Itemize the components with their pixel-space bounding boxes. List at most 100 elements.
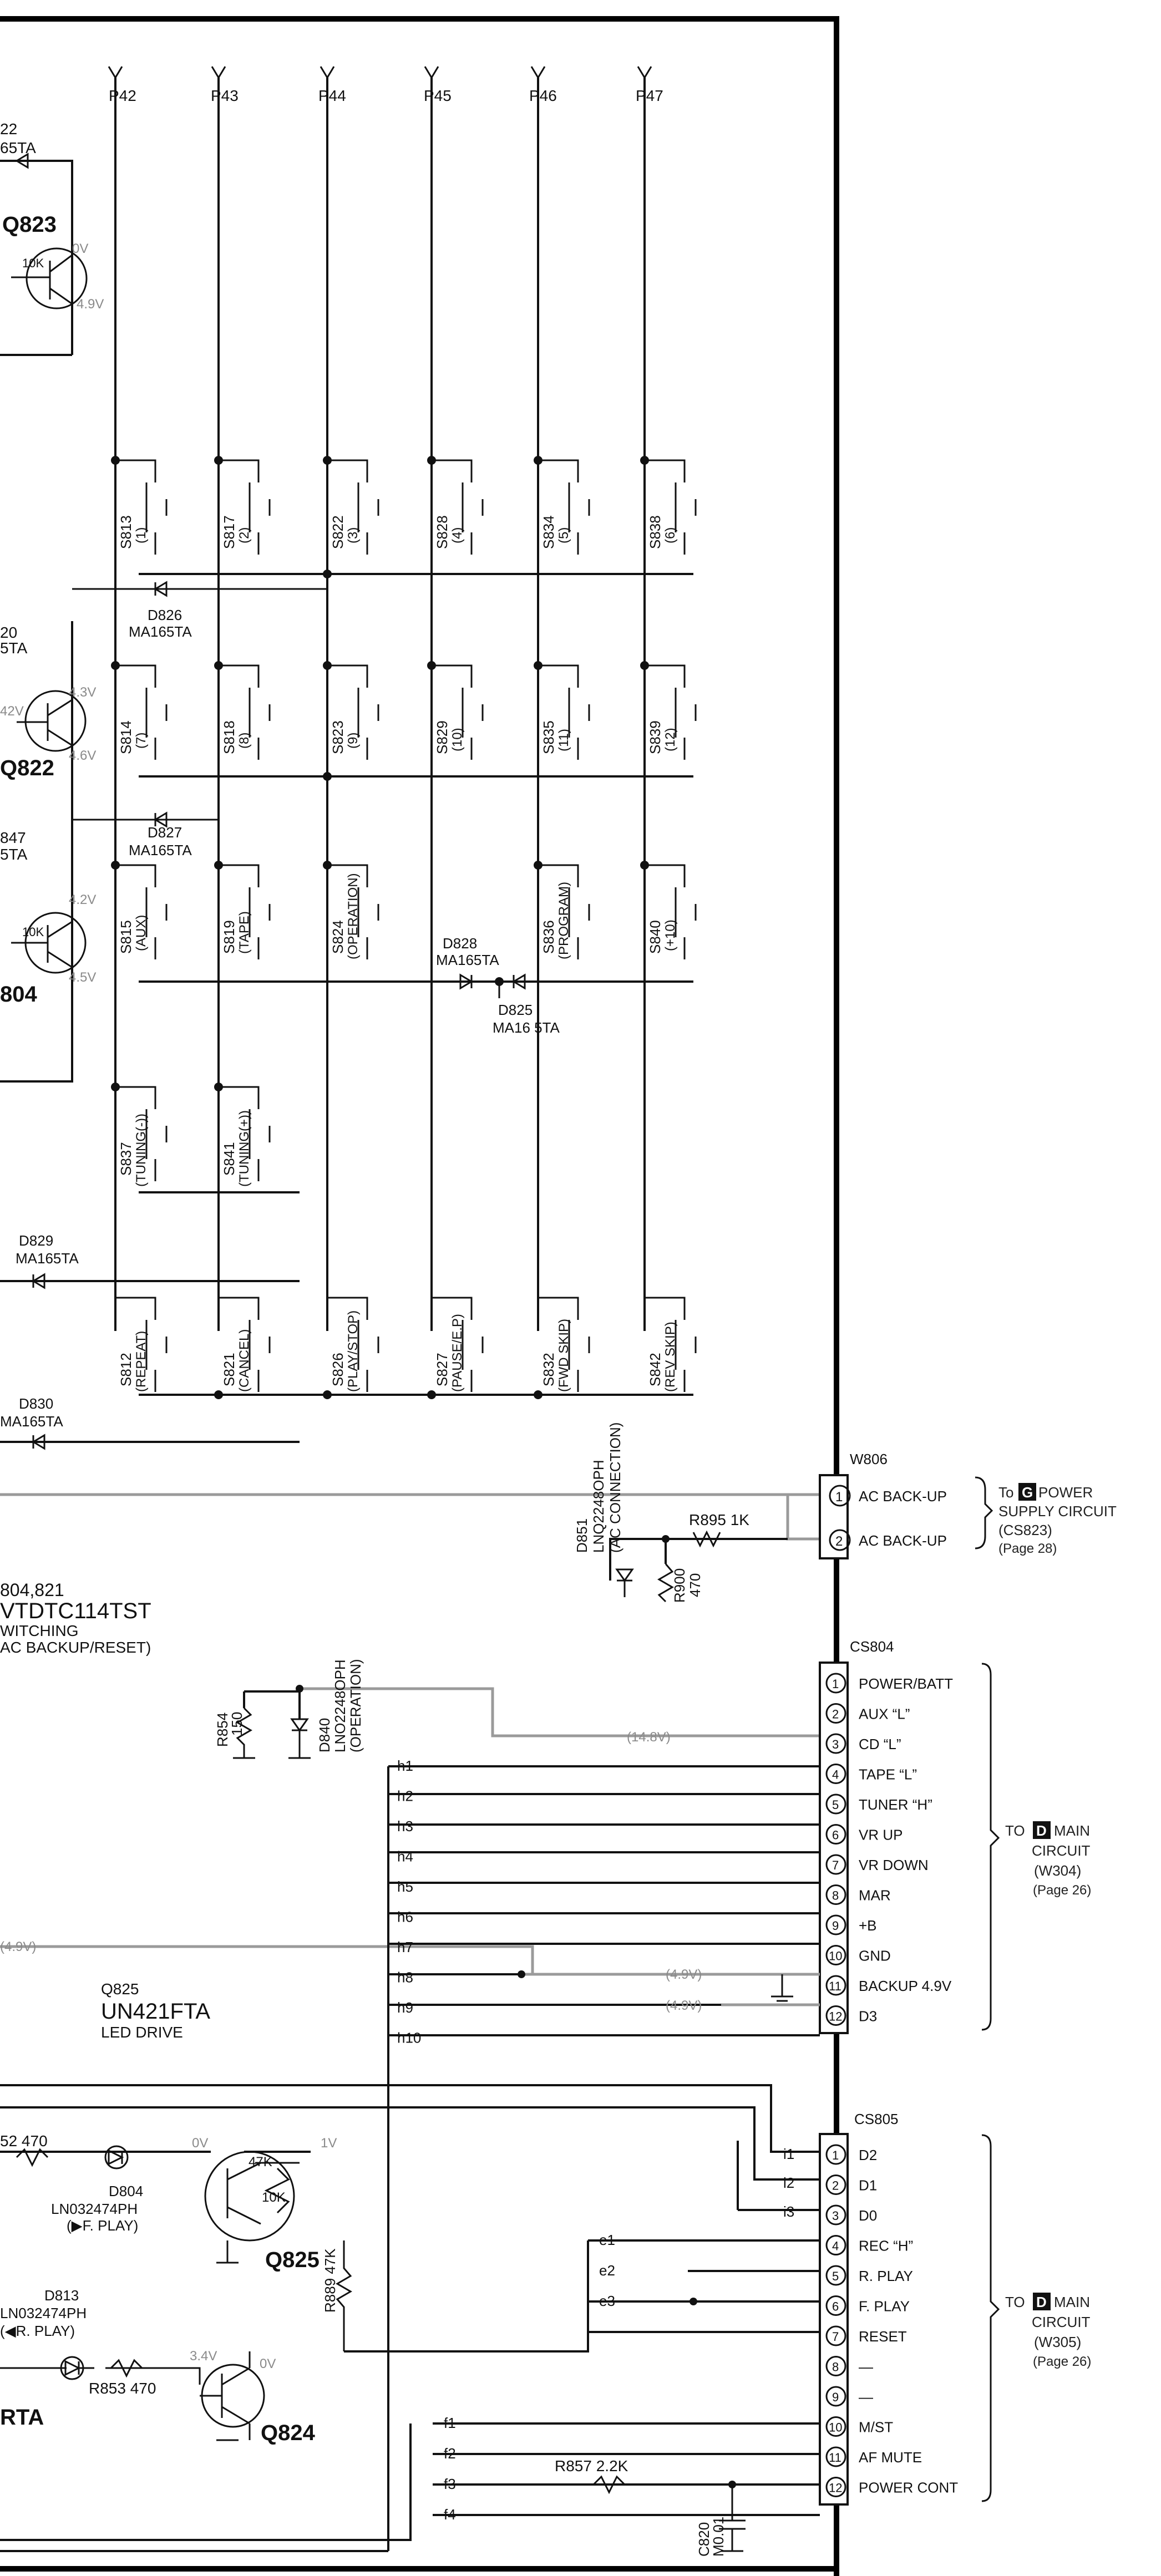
cs804-pin-label: TAPE “L” bbox=[859, 1766, 917, 1783]
q823-v49: 4.9V bbox=[77, 297, 104, 312]
cs804-pin-label: VR DOWN bbox=[859, 1857, 929, 1873]
svg-text:G: G bbox=[1022, 1484, 1033, 1501]
cs804-pin-number: 1 bbox=[832, 1677, 839, 1691]
cs804-pin-number: 11 bbox=[829, 1979, 841, 1993]
d847-type: 5TA bbox=[0, 846, 28, 863]
net-tag-i1: i1 bbox=[783, 2146, 794, 2162]
q824-v34: 3.4V bbox=[190, 2349, 217, 2364]
pin-circle bbox=[825, 2204, 846, 2226]
switch-ref: S818 bbox=[221, 720, 237, 754]
cs805-pin-label: REC “H” bbox=[859, 2238, 913, 2254]
switch-key: (12) bbox=[663, 728, 678, 751]
cs804-title: CS804 bbox=[850, 1638, 894, 1655]
cs805-pin-number: 8 bbox=[832, 2360, 839, 2374]
v49-a: (4.9V) bbox=[666, 1967, 702, 1982]
net-tag-i2: i2 bbox=[783, 2174, 794, 2191]
d829-type: MA165TA bbox=[16, 1250, 79, 1267]
cs805-pin-number: 1 bbox=[832, 2148, 839, 2162]
cs805-pin-label: — bbox=[859, 2389, 873, 2405]
switch-ref: S832 bbox=[540, 1353, 557, 1386]
switch-key: (9) bbox=[346, 733, 361, 749]
q822-v42: 42V bbox=[0, 704, 24, 719]
d804-ref: D804 bbox=[109, 2183, 143, 2199]
rta-label: RTA bbox=[0, 2405, 44, 2430]
switch-ref: S829 bbox=[434, 720, 450, 754]
left-transistors: 22 65TA Q823 10K 0V 4.9V 20 5TA 42V 4.3V… bbox=[0, 120, 104, 1007]
cs805-pin-number: 7 bbox=[832, 2330, 839, 2344]
switch-key: (1) bbox=[134, 527, 149, 543]
svg-text:(Page 26): (Page 26) bbox=[1033, 1883, 1091, 1898]
q804-v42: 4.2V bbox=[69, 892, 96, 907]
pin-circle bbox=[825, 2144, 846, 2165]
d851-type: LNQ2248OPH bbox=[590, 1460, 607, 1553]
pin-p42: P42 bbox=[109, 87, 136, 104]
cs804-pin-number: 9 bbox=[832, 1919, 839, 1933]
svg-text:1: 1 bbox=[835, 1490, 843, 1505]
pin-circle bbox=[825, 2265, 846, 2286]
d840-note: (OPERATION) bbox=[347, 1659, 364, 1752]
v49-left: (4.9V) bbox=[0, 1939, 36, 1954]
ic-func: WITCHING bbox=[0, 1622, 79, 1639]
cs805-pin-label: D0 bbox=[859, 2207, 877, 2224]
switch-key: (CANCEL) bbox=[237, 1329, 252, 1392]
q822-v43: 4.3V bbox=[69, 685, 96, 700]
cs805-pin-number: 11 bbox=[829, 2451, 841, 2465]
q823-label: Q823 bbox=[2, 212, 57, 237]
switch-key: (+10) bbox=[663, 919, 678, 951]
cs804-pin-label: VR UP bbox=[859, 1827, 903, 1843]
r854-ref: R854 bbox=[214, 1713, 231, 1747]
switch-symbols bbox=[115, 459, 697, 1392]
cs804-pin-label: BACKUP 4.9V bbox=[859, 1978, 952, 1994]
q824-v0: 0V bbox=[260, 2356, 276, 2371]
q824-label: Q824 bbox=[261, 2421, 316, 2445]
switch-key: (11) bbox=[556, 729, 571, 751]
net-tag-h1: h1 bbox=[397, 1757, 413, 1774]
d827-type: MA165TA bbox=[129, 842, 192, 858]
switch-key: (8) bbox=[237, 733, 252, 749]
switch-ref: S836 bbox=[540, 920, 557, 954]
switch-key: (7) bbox=[134, 733, 149, 749]
cs805-title: CS805 bbox=[854, 2111, 899, 2127]
d825-ref: D825 bbox=[498, 1002, 533, 1018]
top-pin-row: P42 P43 P44 P45 P46 P47 bbox=[109, 87, 663, 104]
w806-pin1-label: AC BACK-UP bbox=[859, 1488, 947, 1505]
q825-symbol bbox=[204, 2151, 295, 2242]
cs805-pin-number: 6 bbox=[832, 2300, 839, 2314]
svg-text:(W305): (W305) bbox=[1034, 2334, 1081, 2350]
pin-circle bbox=[825, 1824, 846, 1845]
d851-ref: D851 bbox=[574, 1518, 590, 1553]
switch-key: (FWD SKIP) bbox=[556, 1319, 571, 1392]
d826-type: MA165TA bbox=[129, 623, 192, 640]
d820-type: 5TA bbox=[0, 639, 28, 657]
switch-ref: S813 bbox=[118, 515, 134, 549]
svg-text:TO: TO bbox=[1005, 1822, 1025, 1839]
c820-ref: C820 bbox=[696, 2522, 712, 2557]
d804-note: (▶F. PLAY) bbox=[67, 2217, 138, 2234]
cs805-pin-label: — bbox=[859, 2359, 873, 2375]
cs805-pin-number: 5 bbox=[832, 2269, 839, 2283]
pin-circle bbox=[825, 1733, 846, 1754]
d851-note: (AC CONNECTION) bbox=[607, 1422, 623, 1553]
d825-type: MA16 5TA bbox=[493, 1019, 560, 1036]
switch-ref: S840 bbox=[647, 920, 663, 954]
matrix-diodes: D826 MA165TA D827 MA165TA D828 MA165TA D… bbox=[0, 581, 578, 1450]
cs805-pin-number: 10 bbox=[829, 2421, 842, 2435]
r895-label: R895 1K bbox=[689, 1511, 749, 1528]
c820-value: M0.01 bbox=[710, 2517, 727, 2557]
pin-circle bbox=[825, 1764, 846, 1784]
switch-ref: S827 bbox=[434, 1353, 450, 1386]
switch-ref: S837 bbox=[118, 1142, 134, 1176]
q823-r10k: 10K bbox=[22, 256, 44, 270]
q825-v1: 1V bbox=[321, 2136, 337, 2151]
switch-ref: S835 bbox=[540, 720, 557, 754]
d820-label: 20 bbox=[0, 624, 17, 641]
r900-value: 470 bbox=[687, 1573, 703, 1597]
net-tag-e1: e1 bbox=[599, 2232, 615, 2248]
net-tag-h3: h3 bbox=[397, 1818, 413, 1835]
switch-ref: S814 bbox=[118, 720, 134, 754]
svg-text:TO: TO bbox=[1005, 2294, 1025, 2310]
d813-type: LN032474PH bbox=[0, 2305, 87, 2321]
w806-dest-to: To bbox=[998, 1484, 1013, 1501]
pin-circle bbox=[825, 2356, 846, 2376]
